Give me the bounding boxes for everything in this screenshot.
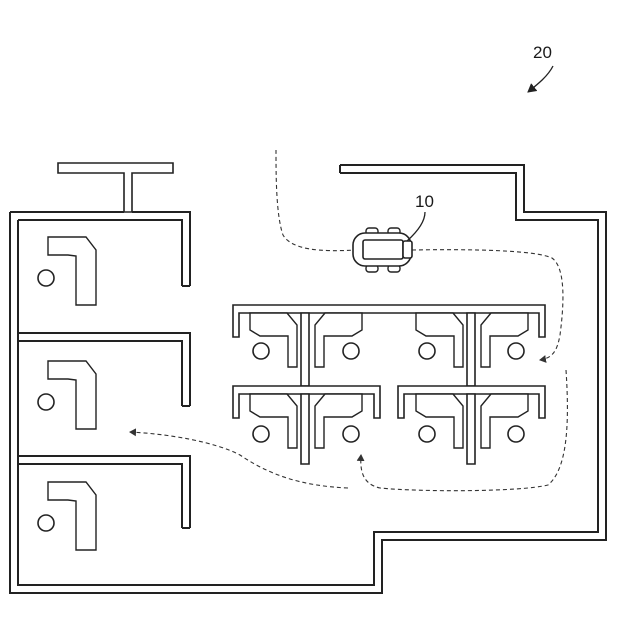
- reference-arrow: [528, 66, 553, 92]
- central-rack: [233, 305, 545, 464]
- robot-label-10: 10: [415, 192, 434, 211]
- robot-vehicle: 10: [353, 192, 434, 272]
- l-shaped-stand: [48, 361, 96, 429]
- robot-leader-line: [407, 212, 425, 241]
- circle-marker: [38, 270, 54, 286]
- l-shaped-stand: [48, 482, 96, 550]
- entry-stub: [58, 163, 173, 212]
- left-station-2: [38, 361, 96, 429]
- left-station-1: [38, 237, 96, 305]
- left-room-dividers: [18, 286, 190, 528]
- reference-numeral-20: 20: [533, 43, 552, 62]
- left-station-3: [38, 482, 96, 550]
- circle-marker: [38, 394, 54, 410]
- robot-front: [403, 241, 412, 258]
- l-shaped-stand: [48, 237, 96, 305]
- circle-marker: [38, 515, 54, 531]
- robot-deck: [363, 240, 403, 259]
